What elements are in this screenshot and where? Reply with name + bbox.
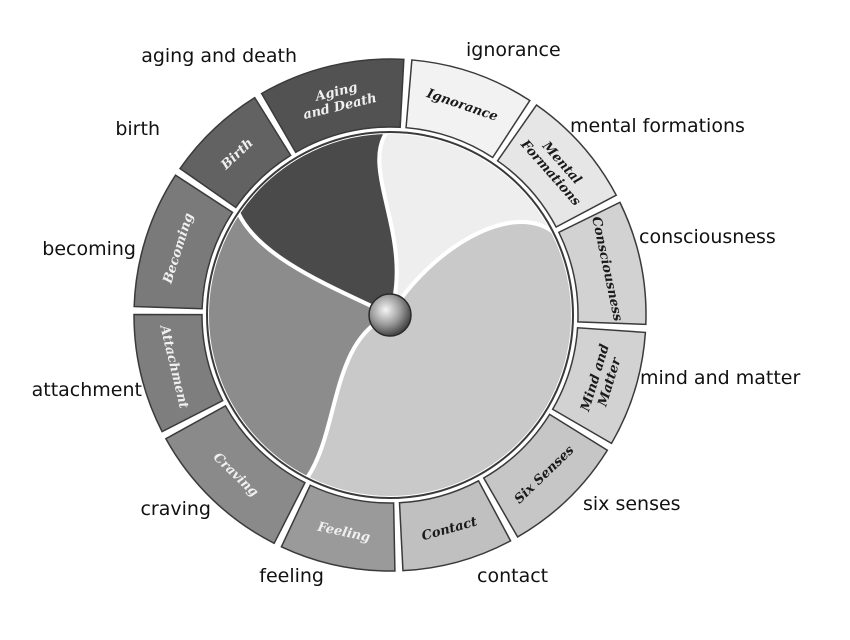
outer-label-attachment: attachment: [32, 379, 142, 401]
segment-mind-and-matter: [551, 326, 647, 445]
outer-label-craving: craving: [140, 498, 211, 520]
segment-becoming: [133, 174, 234, 310]
segment-ignorance: [405, 59, 531, 159]
segment-contact: [398, 479, 512, 572]
outer-label-birth: birth: [115, 118, 160, 140]
segment-attachment: [133, 313, 224, 433]
segment-consciousness: [557, 201, 647, 326]
outer-label-aging-and-death: aging and death: [141, 45, 297, 67]
segment-mental-formations: [496, 103, 618, 229]
segment-craving: [164, 404, 306, 545]
center-hub: [368, 293, 412, 337]
outer-label-mental-formations: mental formations: [570, 115, 745, 137]
outer-label-mind-and-matter: mind and matter: [640, 367, 800, 389]
outer-label-six-senses: six senses: [583, 493, 681, 515]
inner-disc-rim: [206, 131, 574, 499]
outer-label-contact: contact: [477, 565, 548, 587]
outer-label-consciousness: consciousness: [639, 226, 776, 248]
outer-labels: ignorance mental formations consciousness m…: [32, 39, 801, 587]
segment-six-senses: [482, 413, 609, 538]
segment-birth: [178, 96, 292, 209]
outer-label-becoming: becoming: [42, 238, 136, 260]
segment-aging-and-death: [260, 58, 405, 154]
inner-disc: [203, 128, 577, 502]
outer-label-ignorance: ignorance: [466, 39, 561, 61]
segment-feeling: [280, 484, 396, 572]
outer-label-feeling: feeling: [259, 565, 324, 587]
